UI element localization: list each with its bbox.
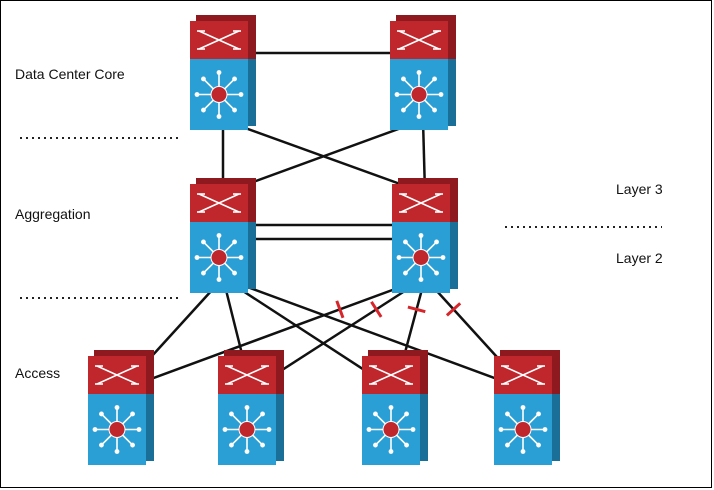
- router-top-face: [196, 178, 256, 186]
- switch-hub-icon: [92, 405, 142, 454]
- router-side-face: [248, 180, 256, 222]
- router-icon: [397, 30, 441, 50]
- hub-center: [412, 249, 430, 266]
- switch-side-face: [420, 394, 428, 461]
- router-icon: [399, 193, 443, 213]
- links-layer: [120, 51, 528, 392]
- link-agg-1-access-4: [222, 276, 528, 392]
- router-top-face: [368, 350, 428, 358]
- network-device-agg-1[interactable]: [190, 178, 256, 293]
- network-device-access-2[interactable]: [218, 350, 284, 465]
- hub-center: [410, 86, 428, 103]
- switch-side-face: [146, 394, 154, 461]
- router-side-face: [248, 17, 256, 59]
- switch-hub-icon: [222, 405, 272, 454]
- router-top-face: [396, 15, 456, 23]
- blocked-port-marker: [335, 300, 345, 319]
- tier-label-access: Access: [15, 365, 61, 381]
- switch-hub-icon: [194, 70, 244, 119]
- blocked-port-marker: [407, 305, 426, 314]
- layer3-label: Layer 3: [616, 181, 663, 197]
- blocked-markers-layer: [335, 300, 462, 319]
- router-side-face: [552, 352, 560, 394]
- network-device-access-3[interactable]: [362, 350, 428, 465]
- router-top-face: [398, 178, 458, 186]
- tier-label-core: Data Center Core: [15, 66, 125, 82]
- router-top-face: [94, 350, 154, 358]
- router-icon: [197, 30, 241, 50]
- blocked-port-marker: [370, 300, 383, 318]
- router-side-face: [450, 180, 458, 222]
- separators-layer: [20, 137, 662, 299]
- blocked-port-marker: [445, 302, 462, 317]
- switch-side-face: [450, 222, 458, 289]
- hub-center: [514, 421, 532, 438]
- router-side-face: [420, 352, 428, 394]
- router-icon: [197, 193, 241, 213]
- switch-side-face: [448, 59, 456, 126]
- router-side-face: [448, 17, 456, 59]
- switch-hub-icon: [396, 233, 446, 282]
- router-icon: [369, 365, 413, 385]
- router-side-face: [146, 352, 154, 394]
- tier-label-aggregation: Aggregation: [15, 206, 91, 222]
- hub-center: [210, 249, 228, 266]
- switch-side-face: [248, 59, 256, 126]
- router-icon: [501, 365, 545, 385]
- router-top-face: [224, 350, 284, 358]
- router-top-face: [196, 15, 256, 23]
- hub-center: [108, 421, 126, 438]
- hub-center: [382, 421, 400, 438]
- switch-hub-icon: [394, 70, 444, 119]
- switch-side-face: [248, 222, 256, 289]
- network-device-access-1[interactable]: [88, 350, 154, 465]
- layer2-label: Layer 2: [616, 250, 663, 266]
- switch-hub-icon: [194, 233, 244, 282]
- link-agg-2-access-1: [120, 276, 426, 392]
- network-device-agg-2[interactable]: [392, 178, 458, 293]
- router-icon: [95, 365, 139, 385]
- nodes-layer: [88, 15, 560, 465]
- network-device-core-2[interactable]: [390, 15, 456, 130]
- router-icon: [225, 365, 269, 385]
- router-top-face: [500, 350, 560, 358]
- router-side-face: [276, 352, 284, 394]
- switch-side-face: [276, 394, 284, 461]
- switch-hub-icon: [498, 405, 548, 454]
- switch-side-face: [552, 394, 560, 461]
- network-device-access-4[interactable]: [494, 350, 560, 465]
- link-core-2-agg-1: [222, 118, 424, 195]
- switch-hub-icon: [366, 405, 416, 454]
- hub-center: [238, 421, 256, 438]
- network-device-core-1[interactable]: [190, 15, 256, 130]
- hub-center: [210, 86, 228, 103]
